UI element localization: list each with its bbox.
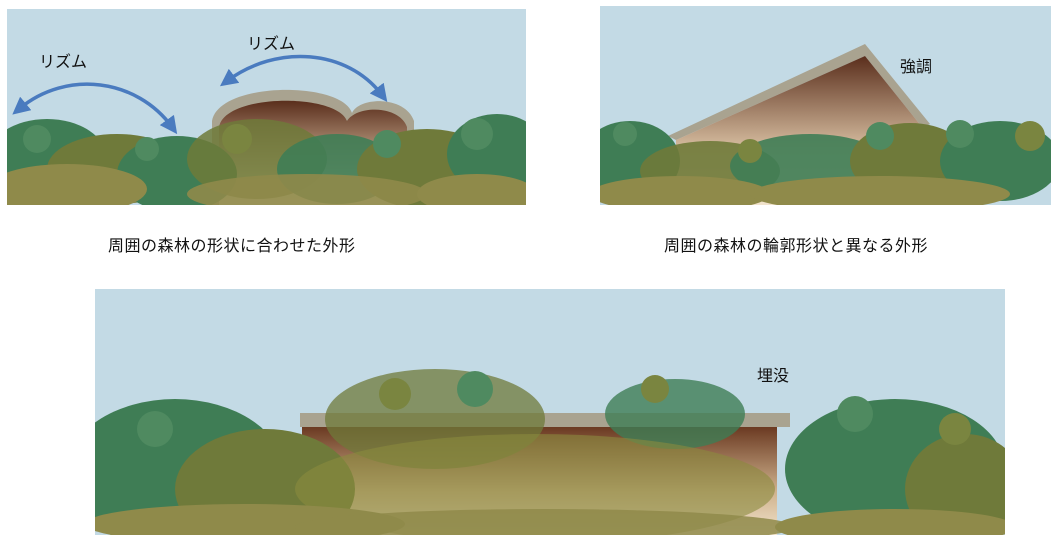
curved-double-arrow-icon xyxy=(12,82,178,135)
forest xyxy=(600,120,1051,205)
curved-double-arrow-icon xyxy=(219,54,388,102)
panel-emphasis-illustration: 強調 xyxy=(600,6,1051,205)
burial-label: 埋没 xyxy=(757,366,789,385)
rhythm-label-right: リズム xyxy=(247,34,295,53)
panel-burial-illustration: 埋没 xyxy=(95,289,1005,535)
caption-emphasis: 周囲の森林の輪郭形状と異なる外形 xyxy=(664,236,929,255)
panel-emphasis: 強調 xyxy=(600,6,1051,205)
forest xyxy=(95,369,1005,535)
panel-rhythm: リズム リズム xyxy=(7,9,526,205)
caption-rhythm: 周囲の森林の形状に合わせた外形 xyxy=(108,236,356,255)
forest xyxy=(7,114,526,205)
panel-burial: 埋没 xyxy=(95,289,1005,535)
rhythm-label-left: リズム xyxy=(39,52,87,71)
panel-rhythm-illustration: リズム リズム xyxy=(7,9,526,205)
emphasis-label: 強調 xyxy=(900,57,932,76)
